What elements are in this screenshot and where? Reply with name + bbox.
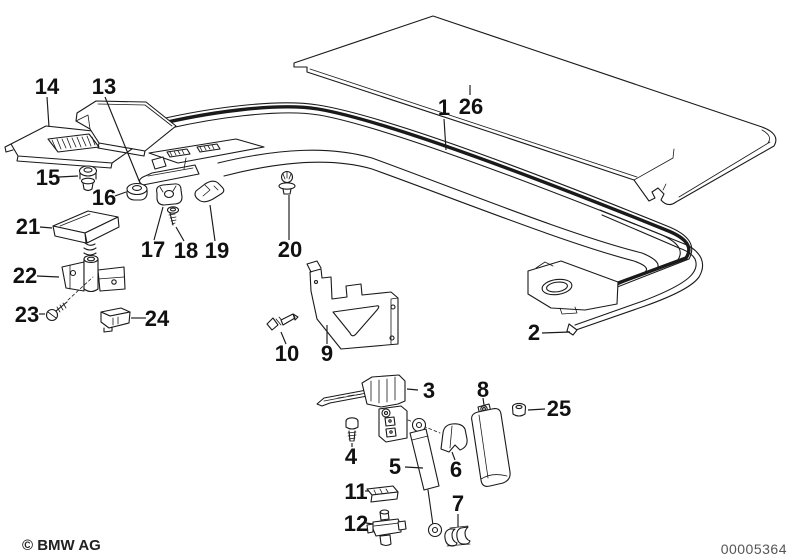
part-callout-26[interactable]: 26 <box>458 94 484 119</box>
leader-line-19 <box>209 204 216 242</box>
part-callout-17[interactable]: 17 <box>140 237 166 262</box>
rivet-15-shape <box>78 165 98 192</box>
drawing-number: 00005364 <box>720 541 787 557</box>
part-callout-14[interactable]: 14 <box>34 74 60 99</box>
buffer-6-shape <box>440 423 468 453</box>
valve-12-shape <box>366 509 407 547</box>
screw-18-shape <box>166 206 180 226</box>
cylinder-8-shape <box>471 403 511 487</box>
grommet-16-shape <box>126 182 148 201</box>
leader-line-25 <box>527 408 546 411</box>
leader-line-10 <box>280 331 287 345</box>
leader-line-22 <box>36 275 60 278</box>
part-callout-23[interactable]: 23 <box>14 302 40 327</box>
part-callout-11[interactable]: 11 <box>344 479 368 504</box>
rivet-20-shape <box>278 170 296 195</box>
part-callout-22[interactable]: 22 <box>12 263 38 288</box>
part-callout-25[interactable]: 25 <box>546 396 572 421</box>
leader-line-5 <box>404 466 424 469</box>
bracket-3-shape <box>316 374 441 443</box>
copyright-text: © BMW AG <box>22 537 101 554</box>
leader-line-3 <box>406 388 419 391</box>
clip-17-shape <box>156 183 183 206</box>
part-callout-8[interactable]: 8 <box>476 377 490 402</box>
bracket-plate-9-shape <box>306 260 399 350</box>
clip-24-shape <box>100 307 131 333</box>
part-callout-1[interactable]: 1 <box>437 95 451 120</box>
part-callout-6[interactable]: 6 <box>449 457 463 482</box>
leader-line-13 <box>104 96 141 184</box>
lid-frame-rail-shape <box>132 102 693 304</box>
leader-line-18 <box>175 226 185 242</box>
leader-line-15 <box>58 175 79 178</box>
cover-panel-shape <box>293 15 777 206</box>
part-callout-21[interactable]: 21 <box>15 214 41 239</box>
leader-line-17 <box>153 206 164 241</box>
leader-line-2 <box>541 331 571 334</box>
clip-19-shape <box>194 180 225 203</box>
part-callout-24[interactable]: 24 <box>144 306 170 331</box>
buffer-21-shape <box>52 210 120 260</box>
cover-cap-shape <box>75 100 177 157</box>
latch-plate-shape <box>138 138 265 186</box>
leader-line-14 <box>46 96 50 128</box>
part-callout-3[interactable]: 3 <box>422 378 436 403</box>
part-callout-20[interactable]: 20 <box>277 237 303 262</box>
leader-line-12 <box>365 522 374 525</box>
leader-line-21 <box>39 226 53 229</box>
pin-10-shape <box>266 313 299 331</box>
hinge-bracket-22-shape <box>61 254 126 293</box>
part-callout-4[interactable]: 4 <box>344 444 358 469</box>
part-callout-5[interactable]: 5 <box>388 454 402 479</box>
screw-23-shape <box>45 276 94 322</box>
part-callout-13[interactable]: 13 <box>91 74 117 99</box>
part-callout-7[interactable]: 7 <box>451 491 465 516</box>
part-callout-18[interactable]: 18 <box>173 238 199 263</box>
part-callout-10[interactable]: 10 <box>274 341 300 366</box>
part-callout-19[interactable]: 19 <box>204 238 230 263</box>
part-callout-12[interactable]: 12 <box>343 511 369 536</box>
leader-line-16 <box>114 191 127 197</box>
frame-corner-bracket-shape <box>527 260 619 315</box>
gas-strut-5-shape <box>409 417 443 538</box>
part-callout-15[interactable]: 15 <box>35 165 61 190</box>
leader-line-6 <box>451 451 456 461</box>
clip-7-shape <box>444 525 471 547</box>
pad-11-shape <box>366 485 399 503</box>
screw-4-shape <box>345 417 359 442</box>
part-callout-2[interactable]: 2 <box>527 320 541 345</box>
part-callout-16[interactable]: 16 <box>91 185 117 210</box>
leader-line-8 <box>482 397 485 406</box>
part-callout-9[interactable]: 9 <box>320 341 334 366</box>
cap-25-shape <box>511 402 527 417</box>
leader-line-1 <box>443 118 447 151</box>
